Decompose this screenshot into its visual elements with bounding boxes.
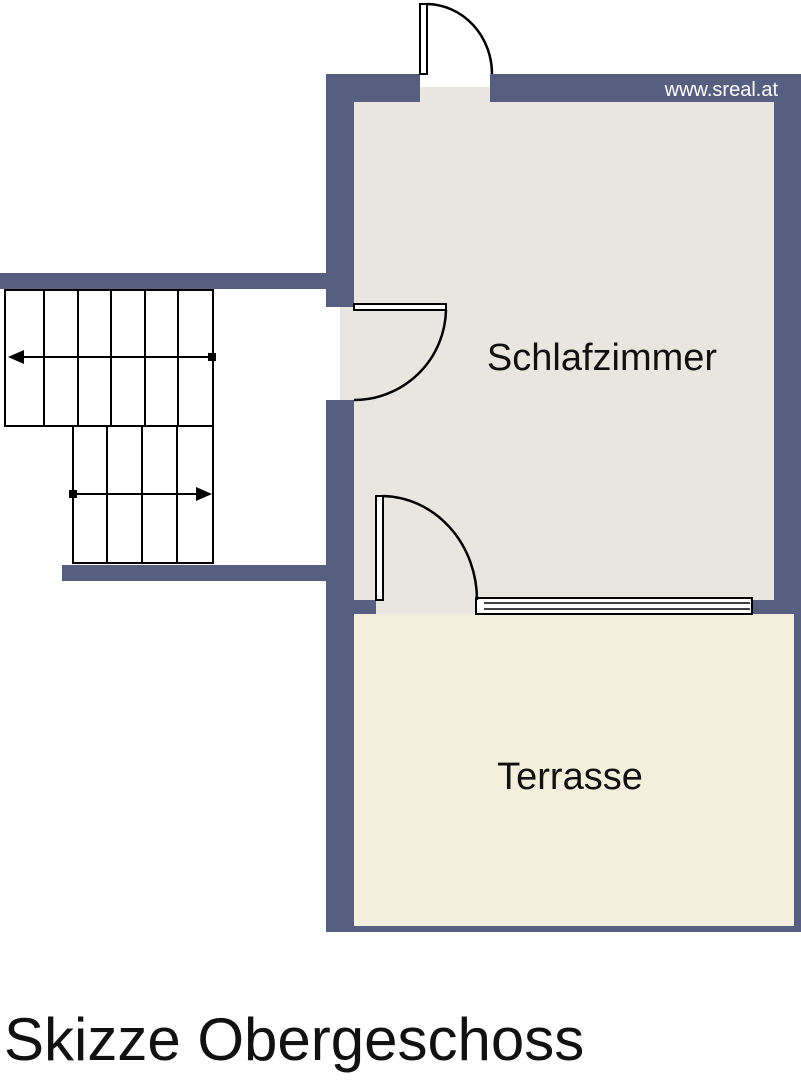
terrace-door-threshold (376, 600, 476, 614)
plan-caption: Skizze Obergeschoss (4, 1006, 585, 1073)
terrace-label: Terrasse (497, 756, 643, 798)
window (475, 597, 753, 615)
walls (0, 74, 801, 932)
floor-plan: www.sreal.at Schlafzimmer Terrasse (0, 2, 801, 932)
terrace-floor (354, 614, 794, 926)
watermark: www.sreal.at (664, 79, 779, 101)
entry-door (419, 2, 494, 75)
staircase (4, 289, 214, 564)
stair-door (353, 303, 448, 402)
stair-direction-arrow-lower (69, 487, 212, 501)
bedroom-label: Schlafzimmer (487, 337, 717, 379)
stair-door-threshold (340, 307, 354, 400)
entry-door-threshold (420, 87, 490, 102)
bedroom-floor (354, 102, 774, 607)
stair-direction-arrow-upper (8, 350, 216, 364)
terrace-door (375, 494, 479, 601)
